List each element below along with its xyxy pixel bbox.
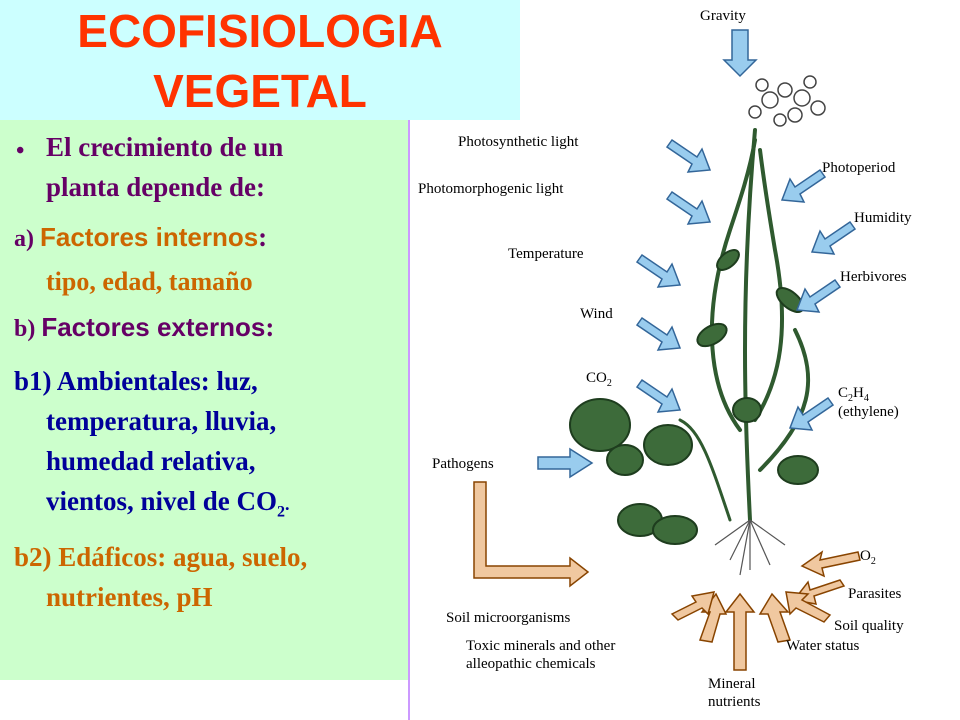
label-co2: CO2 bbox=[586, 370, 612, 389]
humidity-arrow bbox=[810, 220, 857, 255]
root bbox=[714, 519, 751, 546]
item-a-heading: Factores internos bbox=[40, 222, 259, 252]
photosynthetic-arrow bbox=[665, 138, 712, 173]
label-photosynthetic-light: Photosynthetic light bbox=[458, 134, 579, 150]
b1-line-4-end: . bbox=[285, 494, 290, 514]
branch-right bbox=[753, 148, 784, 422]
photoperiod-arrow bbox=[780, 168, 827, 203]
root bbox=[749, 519, 786, 546]
label-pathogens: Pathogens bbox=[432, 456, 494, 472]
b1-line-2: temperatura, lluvia, bbox=[46, 406, 277, 436]
pathogens-bracket bbox=[473, 481, 590, 588]
item-a-detail: tipo, edad, tamaño bbox=[46, 267, 253, 296]
leaf bbox=[716, 249, 740, 271]
b1-line-4-text: vientos, nivel de CO bbox=[46, 486, 278, 516]
item-b: b) Factores externos: bbox=[14, 312, 274, 345]
label-toxic-minerals-1: Toxic minerals and other bbox=[466, 638, 615, 654]
b1-line-1: b1) Ambientales: luz, bbox=[14, 366, 258, 396]
label-c2h4: C2H4 bbox=[838, 385, 869, 404]
b1-line-4: vientos, nivel de CO2. bbox=[46, 486, 290, 527]
title-box: ECOFISIOLOGIA VEGETAL bbox=[0, 0, 520, 120]
roots bbox=[714, 519, 786, 576]
herbivores-arrow bbox=[795, 278, 842, 313]
label-ethylene: (ethylene) bbox=[838, 404, 899, 420]
intro-line-2: planta depende de: bbox=[46, 172, 266, 202]
branch-far-right bbox=[758, 328, 811, 472]
soil-quality-arrow bbox=[785, 591, 832, 623]
label-mineral-1: Mineral bbox=[708, 676, 755, 692]
title-line-1: ECOFISIOLOGIA bbox=[77, 5, 443, 57]
label-water-status: Water status bbox=[786, 638, 860, 654]
co2-subscript: 2 bbox=[277, 503, 286, 521]
label-photoperiod: Photoperiod bbox=[822, 160, 896, 176]
diagram-labels: Gravity Photosynthetic light Photomorpho… bbox=[418, 8, 912, 710]
flower bbox=[773, 113, 787, 127]
flower bbox=[777, 82, 793, 98]
root bbox=[739, 519, 751, 576]
label-o2: O2 bbox=[860, 548, 876, 567]
flower bbox=[748, 105, 762, 119]
gravity-arrow bbox=[722, 29, 758, 78]
flowers bbox=[748, 75, 826, 127]
item-a-colon: : bbox=[258, 222, 268, 252]
branch-left bbox=[709, 138, 757, 432]
microorganisms-arrow bbox=[670, 591, 716, 621]
label-soil-microorganisms: Soil microorganisms bbox=[446, 610, 570, 626]
item-b-prefix: b) bbox=[14, 316, 42, 342]
item-b-colon: : bbox=[265, 312, 275, 342]
leaf bbox=[569, 398, 631, 452]
label-photomorphogenic-light: Photomorphogenic light bbox=[418, 181, 564, 197]
main-stem bbox=[743, 128, 757, 522]
label-parasites: Parasites bbox=[848, 586, 901, 602]
co2-arrow bbox=[635, 378, 682, 413]
root-crown bbox=[678, 418, 732, 522]
root bbox=[749, 519, 771, 566]
item-a-prefix: a) bbox=[14, 226, 40, 252]
leaf bbox=[777, 455, 819, 485]
root bbox=[729, 519, 751, 561]
soil-arrows bbox=[670, 550, 861, 671]
label-gravity: Gravity bbox=[700, 8, 746, 24]
o2-arrow bbox=[800, 550, 861, 578]
intro-line-1: El crecimiento de un bbox=[46, 132, 284, 162]
label-soil-quality: Soil quality bbox=[834, 618, 904, 634]
item-b-heading: Factores externos bbox=[41, 312, 266, 342]
leaf bbox=[643, 424, 693, 466]
b1-line-3: humedad relativa, bbox=[46, 446, 256, 476]
mineral-arrow bbox=[724, 592, 756, 671]
label-wind: Wind bbox=[580, 306, 613, 322]
photomorphogenic-arrow bbox=[665, 190, 712, 225]
pathogens-arrow bbox=[537, 447, 594, 479]
flower bbox=[755, 78, 769, 92]
ethylene-arrow bbox=[788, 396, 835, 431]
b2-line-1: b2) Edáficos: agua, suelo, bbox=[14, 542, 308, 572]
label-humidity: Humidity bbox=[854, 210, 912, 226]
b2-line-2: nutrientes, pH bbox=[46, 582, 213, 612]
text-panel bbox=[0, 120, 410, 680]
leaf bbox=[652, 515, 698, 545]
flower bbox=[810, 100, 826, 116]
water-status-arrow bbox=[758, 592, 792, 643]
leaf bbox=[732, 397, 762, 423]
environment-arrows bbox=[537, 29, 857, 479]
item-a: a) Factores internos: bbox=[14, 222, 267, 255]
label-herbivores: Herbivores bbox=[840, 269, 907, 285]
bullet-icon: • bbox=[16, 138, 25, 164]
wind-arrow bbox=[635, 316, 682, 351]
leaves bbox=[569, 249, 819, 545]
flower bbox=[787, 107, 803, 123]
label-mineral-2: nutrients bbox=[708, 694, 761, 710]
title-line-2: VEGETAL bbox=[153, 65, 367, 117]
temperature-arrow bbox=[635, 253, 682, 288]
divider-line bbox=[408, 120, 410, 720]
flower bbox=[803, 75, 817, 89]
leaf bbox=[606, 444, 644, 476]
label-temperature: Temperature bbox=[508, 246, 584, 262]
plant-diagram: Gravity Photosynthetic light Photomorpho… bbox=[418, 8, 912, 710]
label-toxic-minerals-2: alleopathic chemicals bbox=[466, 656, 596, 672]
flower bbox=[761, 91, 779, 109]
leaf bbox=[696, 322, 728, 348]
flower bbox=[793, 89, 811, 107]
